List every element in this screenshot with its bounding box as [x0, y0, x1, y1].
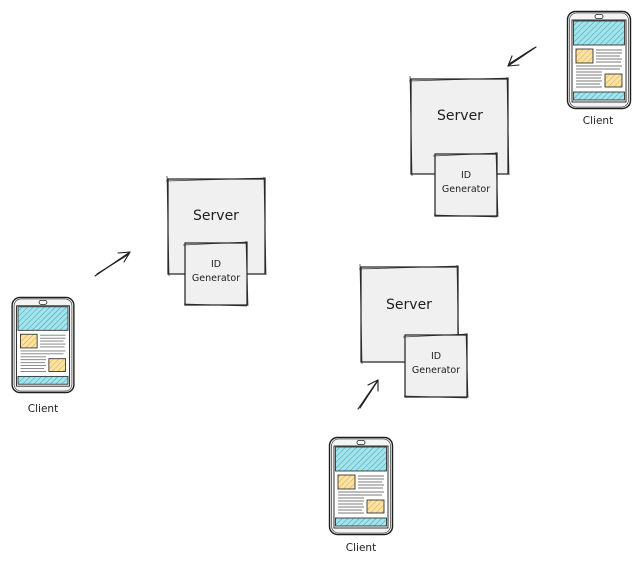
phone-icon [328, 436, 394, 536]
id-generator-label-line1: ID [431, 351, 441, 362]
server-label: Server [193, 208, 239, 224]
arrow-client-left-to-server-1 [94, 251, 131, 277]
client-device-bottom: Client [328, 436, 394, 554]
id-generator-label-line2: Generator [412, 365, 460, 376]
server-label: Server [437, 108, 483, 124]
arrow-client-topright-to-server-2 [507, 46, 537, 67]
client-device-topright: Client [566, 10, 632, 127]
id-generator-node-2: ID Generator [432, 151, 499, 218]
client-label: Client [346, 542, 376, 554]
phone-icon [566, 10, 632, 110]
server-label: Server [386, 297, 432, 313]
id-generator-node-3: ID Generator [402, 332, 469, 399]
client-label: Client [28, 403, 58, 415]
phone-icon [11, 296, 75, 394]
arrow-client-bottom-to-server-3 [357, 379, 379, 410]
id-generator-label-line1: ID [211, 259, 221, 270]
client-label: Client [583, 115, 613, 127]
client-device-left: Client [11, 296, 75, 415]
id-generator-label-line2: Generator [192, 273, 240, 284]
id-generator-label-line1: ID [461, 170, 471, 181]
id-generator-node-1: ID Generator [182, 240, 249, 307]
id-generator-label-line2: Generator [442, 184, 490, 195]
